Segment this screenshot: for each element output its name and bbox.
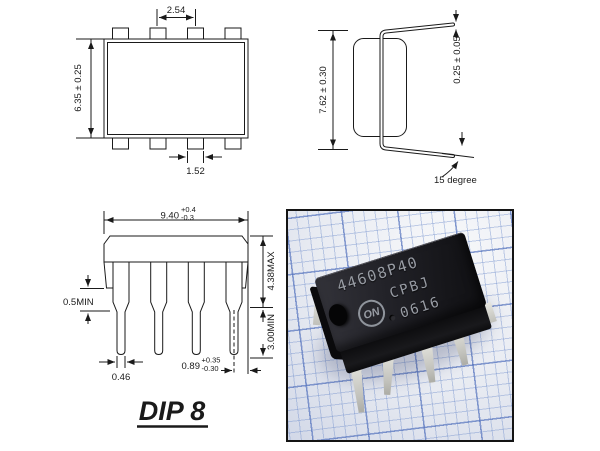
dim-lead-width-label: 1.52 bbox=[186, 166, 205, 177]
dim-lead-tip-width bbox=[99, 356, 143, 368]
dim-row-spacing-label: 7.62 ± 0.30 bbox=[318, 66, 329, 113]
top-view-body-outline bbox=[103, 38, 249, 139]
dim-shoulder bbox=[80, 275, 110, 324]
package-title-label: DIP 8 bbox=[139, 396, 206, 426]
top-view-body-inner-outline bbox=[107, 42, 245, 135]
side-view-drawing bbox=[318, 10, 475, 178]
dim-lead-thickness-label: 0.25 ± 0.05 bbox=[452, 36, 463, 83]
dim-pitch bbox=[156, 9, 196, 26]
dim-body-width bbox=[76, 38, 106, 139]
side-view-lead bbox=[379, 22, 455, 158]
dim-lead-tip-width-label: 0.46 bbox=[112, 372, 131, 383]
dim-lead-offset bbox=[221, 310, 261, 374]
dim-body-length-label: 9.40 bbox=[161, 211, 180, 222]
dim-body-length bbox=[103, 211, 249, 374]
dim-lead-length-label: 3.00MIN bbox=[266, 314, 277, 350]
dim-body-length-tol-minus: -0.3 bbox=[181, 213, 194, 222]
dim-lead-offset-tol-minus: -0.30 bbox=[202, 364, 219, 373]
top-view-leads-bottom bbox=[112, 137, 242, 150]
front-view-right-cap bbox=[242, 261, 249, 289]
dim-pitch-label: 2.54 bbox=[167, 5, 186, 16]
dim-lead-offset-tol-plus: +0.35 bbox=[202, 356, 221, 365]
chip-pin1-notch bbox=[326, 301, 350, 329]
dim-body-height bbox=[250, 235, 273, 308]
dim-lead-angle bbox=[441, 132, 475, 178]
top-view-leads-top bbox=[112, 27, 242, 40]
dim-body-height-label: 4.38MAX bbox=[266, 251, 277, 291]
front-view-leads bbox=[112, 262, 243, 356]
dim-body-length-tol-plus: +0.4 bbox=[181, 205, 196, 214]
chip-photo: 44608P40 ON CPBJ 0616 bbox=[286, 209, 514, 442]
dim-row-spacing bbox=[318, 30, 348, 150]
dim-lead-angle-label: 15 degree bbox=[434, 175, 477, 186]
front-view-body bbox=[103, 235, 249, 263]
dim-body-width-label: 6.35 ± 0.25 bbox=[73, 64, 84, 111]
front-view-drawing bbox=[80, 211, 273, 374]
dim-lead-width bbox=[169, 151, 222, 163]
chip-marking-line3: 0616 bbox=[398, 293, 443, 322]
package-title: DIP 8 bbox=[137, 396, 208, 428]
dim-lead-length bbox=[250, 310, 273, 359]
top-view-drawing bbox=[76, 9, 249, 163]
on-semiconductor-logo: ON bbox=[354, 296, 389, 331]
dim-lead-offset-label: 0.89 bbox=[182, 361, 201, 372]
chip-dimple bbox=[388, 314, 397, 322]
front-view-left-cap bbox=[103, 261, 113, 289]
dim-shoulder-label: 0.5MIN bbox=[63, 297, 94, 308]
